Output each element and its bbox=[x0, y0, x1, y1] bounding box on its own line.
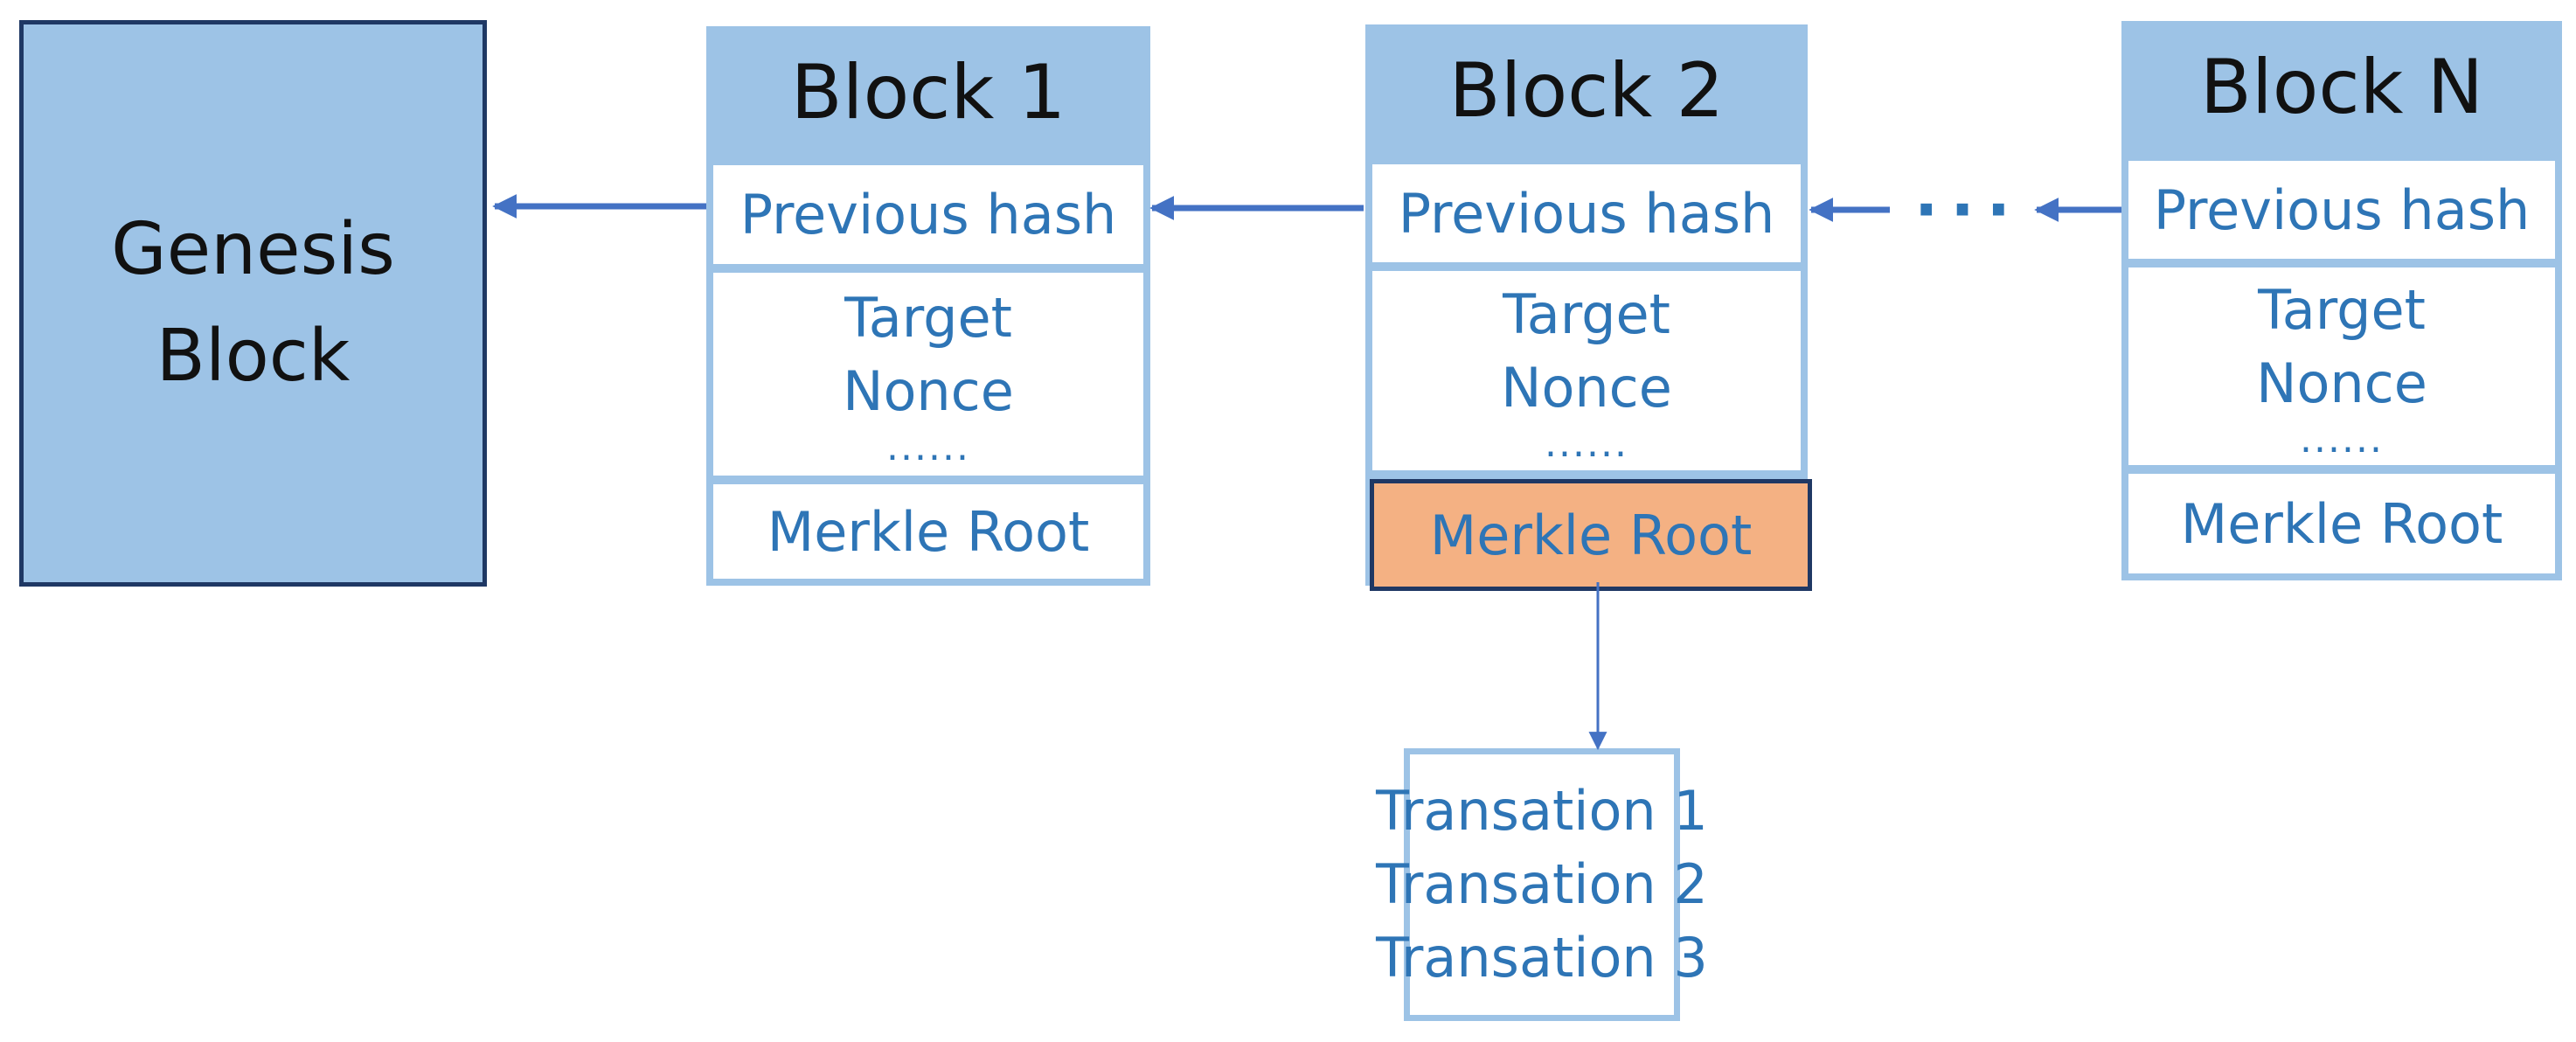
chain-ellipsis: ··· bbox=[1913, 173, 2024, 247]
block-n-title: Block N bbox=[2199, 44, 2484, 131]
block-2-title: Block 2 bbox=[1448, 47, 1725, 135]
block-2-previous-hash: Previous hash bbox=[1372, 164, 1801, 262]
block-1-merkle-root: Merkle Root bbox=[713, 484, 1143, 579]
block-1-nonce: Nonce bbox=[843, 359, 1014, 423]
block-n: Block N Previous hash Target Nonce .....… bbox=[2121, 21, 2562, 580]
transactions-box: Transation 1 Transation 2 Transation 3 bbox=[1376, 748, 1708, 1021]
block-n-fields: Target Nonce ...... bbox=[2128, 267, 2555, 465]
block-1-title: Block 1 bbox=[790, 49, 1066, 136]
block-n-more-fields: ...... bbox=[2300, 417, 2384, 462]
block-1-target: Target bbox=[844, 286, 1012, 350]
transaction-1: Transation 1 bbox=[1376, 779, 1708, 843]
block-2-merkle-root: Merkle Root bbox=[1370, 479, 1812, 591]
block-n-nonce: Nonce bbox=[2256, 351, 2427, 415]
block-1: Block 1 Previous hash Target Nonce .....… bbox=[706, 26, 1150, 586]
block-1-fields: Target Nonce ...... bbox=[713, 273, 1143, 476]
transaction-2: Transation 2 bbox=[1376, 852, 1708, 916]
block-1-more-fields: ...... bbox=[886, 425, 970, 469]
block-n-previous-hash: Previous hash bbox=[2128, 161, 2555, 259]
genesis-block: Genesis Block bbox=[19, 20, 487, 587]
genesis-block-label: Genesis Block bbox=[111, 208, 395, 398]
block-1-previous-hash: Previous hash bbox=[713, 165, 1143, 264]
block-2-nonce: Nonce bbox=[1501, 356, 1672, 420]
transaction-3: Transation 3 bbox=[1376, 926, 1708, 990]
block-n-merkle-root: Merkle Root bbox=[2128, 474, 2555, 573]
block-2-target: Target bbox=[1503, 282, 1670, 346]
block-2: Block 2 Previous hash Target Nonce .....… bbox=[1365, 24, 1812, 591]
block-2-fields: Target Nonce ...... bbox=[1372, 271, 1801, 470]
block-2-more-fields: ...... bbox=[1545, 421, 1628, 466]
block-n-target: Target bbox=[2258, 278, 2426, 342]
